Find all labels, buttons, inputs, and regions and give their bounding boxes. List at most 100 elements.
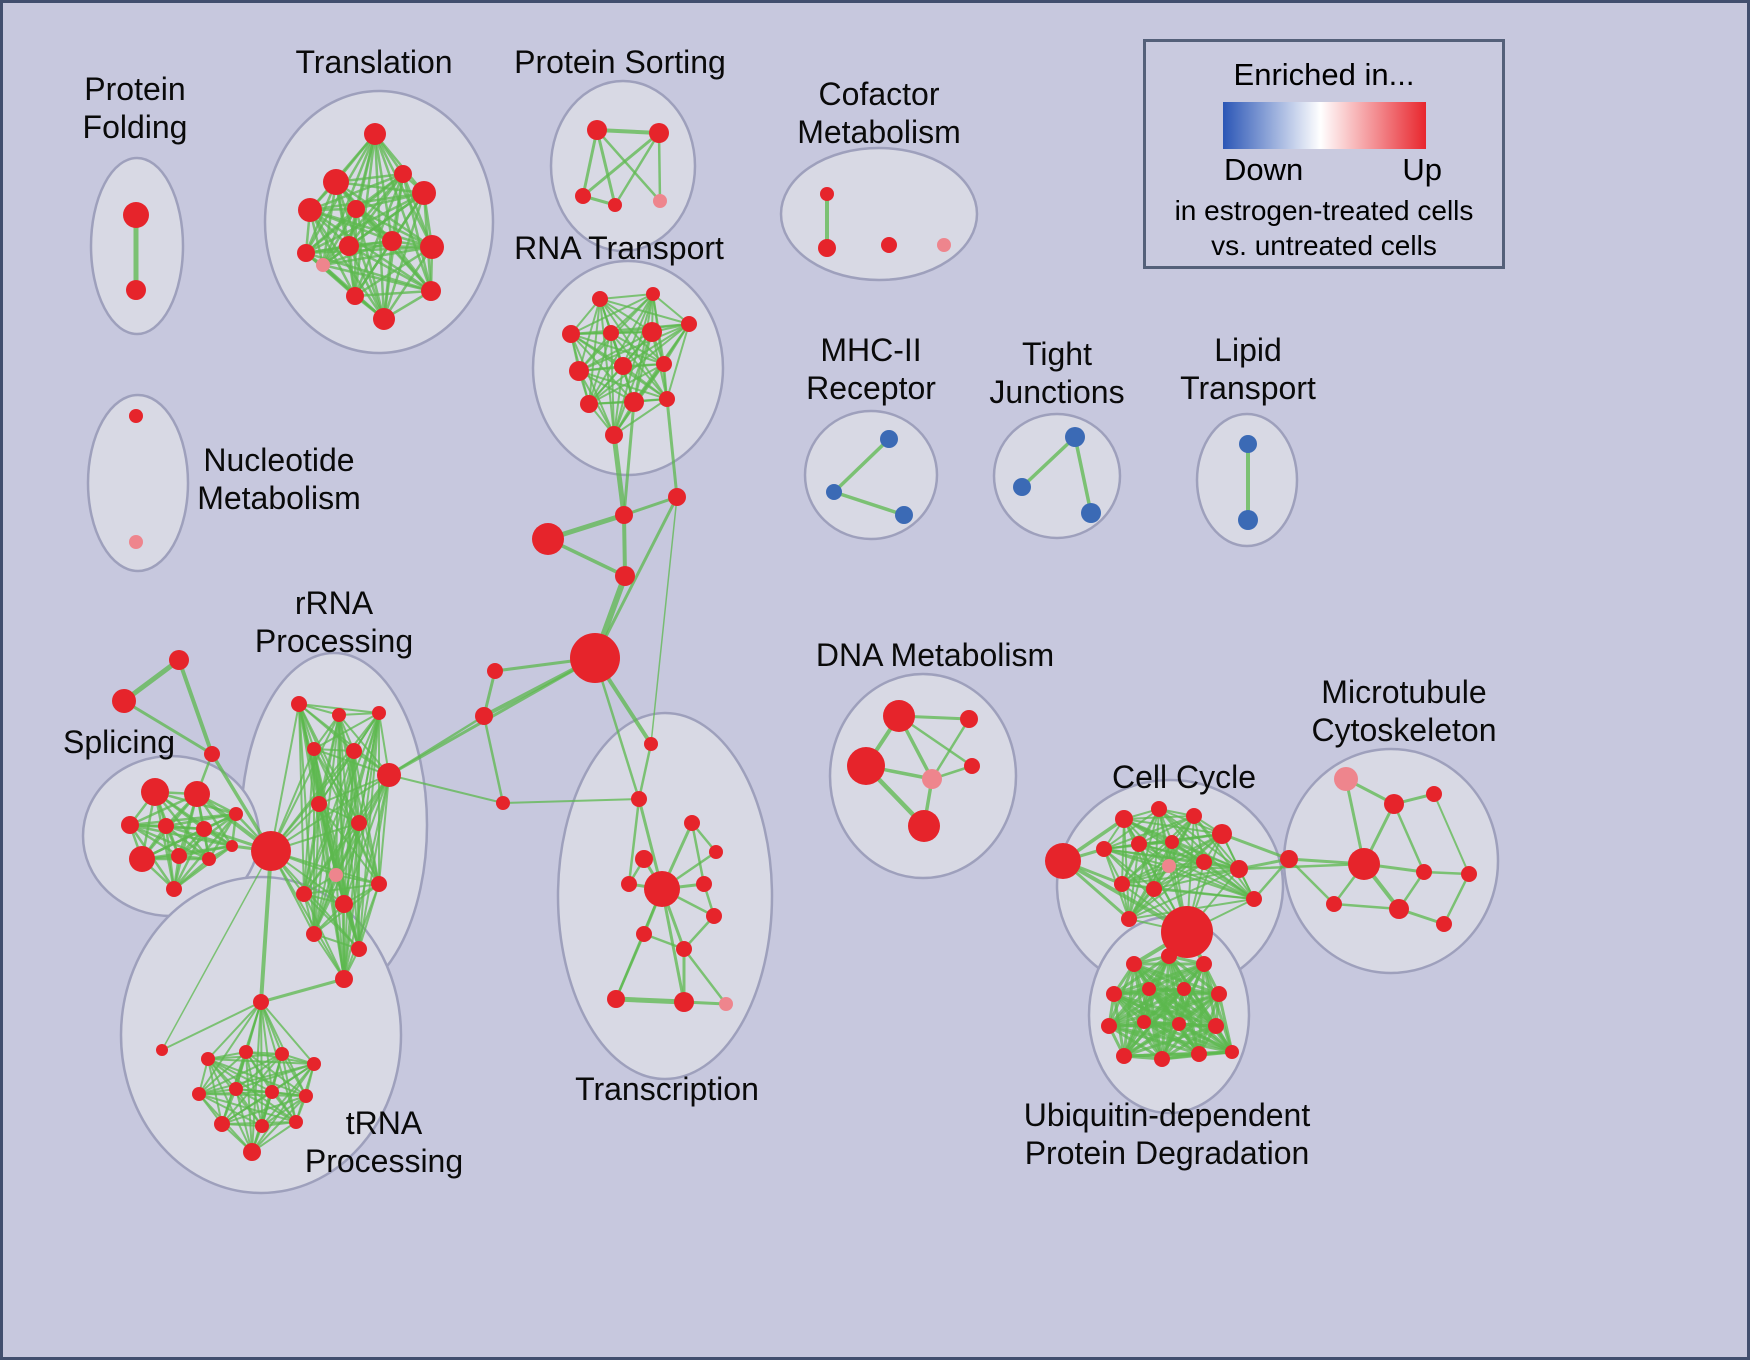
edge-r13-c1 [611,432,627,518]
node-tr3 [239,1045,253,1059]
edge-r5-r7 [578,331,653,372]
node-tr8 [265,1085,279,1099]
edge-t1-t14 [373,132,433,293]
edge-rr14-rr16 [313,933,345,980]
node-u8 [1101,1018,1117,1034]
cluster-label-ubiquitin-degradation-line1: Ubiquitin-dependent [1024,1097,1311,1133]
cluster-ellipse-cofactor-metabolism [779,146,979,282]
node-r12 [659,391,675,407]
edge-r6-r8 [622,323,690,367]
edge-tr8-tr10 [221,1091,273,1125]
node-u7 [1211,986,1227,1002]
node-tc7 [621,876,637,892]
edge-rr5-rr16 [343,750,355,980]
edge-cc11-cc12 [1121,868,1240,885]
edge-rr6-rr16 [343,774,390,980]
node-tr7 [229,1082,243,1096]
edge-tc2-tc7 [627,797,641,886]
edge-r7-r11 [578,370,635,403]
edge-s10-s11 [172,844,234,891]
cluster-label-cell-cycle-line1: Cell Cycle [1112,759,1256,795]
edge-tj1-tj2 [1020,435,1077,489]
node-tc13 [674,992,694,1012]
edge-mc2-mc6 [1392,802,1426,874]
node-mc3 [1426,786,1442,802]
node-layer [112,120,1477,1161]
edge-r8-r13 [613,365,624,436]
node-mc7 [1461,866,1477,882]
node-tc2 [631,791,647,807]
edge-c7-c8 [482,714,505,805]
node-cc16 [1246,891,1262,907]
edge-ps1-ps4 [595,128,617,207]
node-r5 [642,322,662,342]
edge-ps1-ps3 [581,128,599,198]
node-cm2 [818,239,836,257]
node-x1 [169,650,189,670]
node-t10 [420,235,444,259]
edge-t9-t14 [390,239,433,293]
edge-tc3-tc8 [690,821,706,886]
edge-cc10-cc12 [1121,861,1205,885]
edge-cc13-cc16 [1153,888,1255,900]
node-s1 [141,778,169,806]
node-t3 [394,165,412,183]
edge-c8-tc2 [502,798,640,804]
node-mc6 [1416,864,1432,880]
node-cc14 [1161,906,1213,958]
edge-tr4-tr12 [281,1053,297,1123]
edge-tr6-tr11 [198,1093,263,1127]
edge-t6-t7 [304,191,426,255]
edge-r1-r12 [599,298,668,400]
node-tj2 [1013,478,1031,496]
legend-caption-line2: vs. untreated cells [1211,230,1437,261]
node-tr2 [201,1052,215,1066]
node-m3 [895,506,913,524]
node-tc3 [684,815,700,831]
edge-rr7-rr16 [270,850,345,980]
edge-r6-r7 [578,323,690,372]
edge-cc5-mc4 [1220,832,1291,861]
node-c1 [615,506,633,524]
node-cm4 [937,238,951,252]
cluster-label-rrna-processing-line1: rRNA [295,585,374,621]
edge-tc10-tc12 [614,932,646,1001]
node-cc5 [1212,824,1232,844]
edge-s8-s11 [177,844,234,858]
edge-trx-rr7 [161,850,272,1051]
edge-mc7-mc10 [1442,872,1471,926]
legend-endpoint-labels: Down Up [1146,149,1502,188]
node-c2 [532,523,564,555]
node-s3 [121,816,139,834]
edge-rr6-rr15 [358,774,390,950]
edge-tr3-tr11 [245,1051,263,1127]
edge-t4-t10 [308,208,434,249]
legend-up-label: Up [1402,152,1442,187]
node-r4 [603,325,619,341]
edge-rr7-tr1 [259,849,273,1004]
edge-rr10-rr13 [358,822,380,885]
node-ps3 [575,188,591,204]
node-mc1 [1334,767,1358,791]
edge-cc8-cc12 [1121,841,1173,885]
node-t9 [382,231,402,251]
edge-rr9-rr16 [335,874,345,980]
node-ps5 [653,194,667,208]
edge-u10-u12 [1122,1022,1181,1058]
edge-rr16-tr1 [259,977,346,1004]
edge-s6-s7 [140,812,238,861]
edge-t11-t14 [321,263,433,293]
cluster-label-trna-processing-line2: Processing [305,1143,463,1179]
node-ps1 [587,120,607,140]
node-u3 [1196,956,1212,972]
edge-tr5-tr6 [198,1063,315,1095]
cluster-label-protein-folding-line2: Folding [83,109,188,145]
node-rr1 [291,696,307,712]
node-mc10 [1436,916,1452,932]
edge-cc11-mc5 [1237,862,1366,871]
edge-rr4-rr11 [303,748,315,895]
node-t13 [373,308,395,330]
node-tr6 [192,1087,206,1101]
edge-u11-u12 [1122,1024,1218,1058]
edge-u6-u8 [1107,987,1186,1028]
